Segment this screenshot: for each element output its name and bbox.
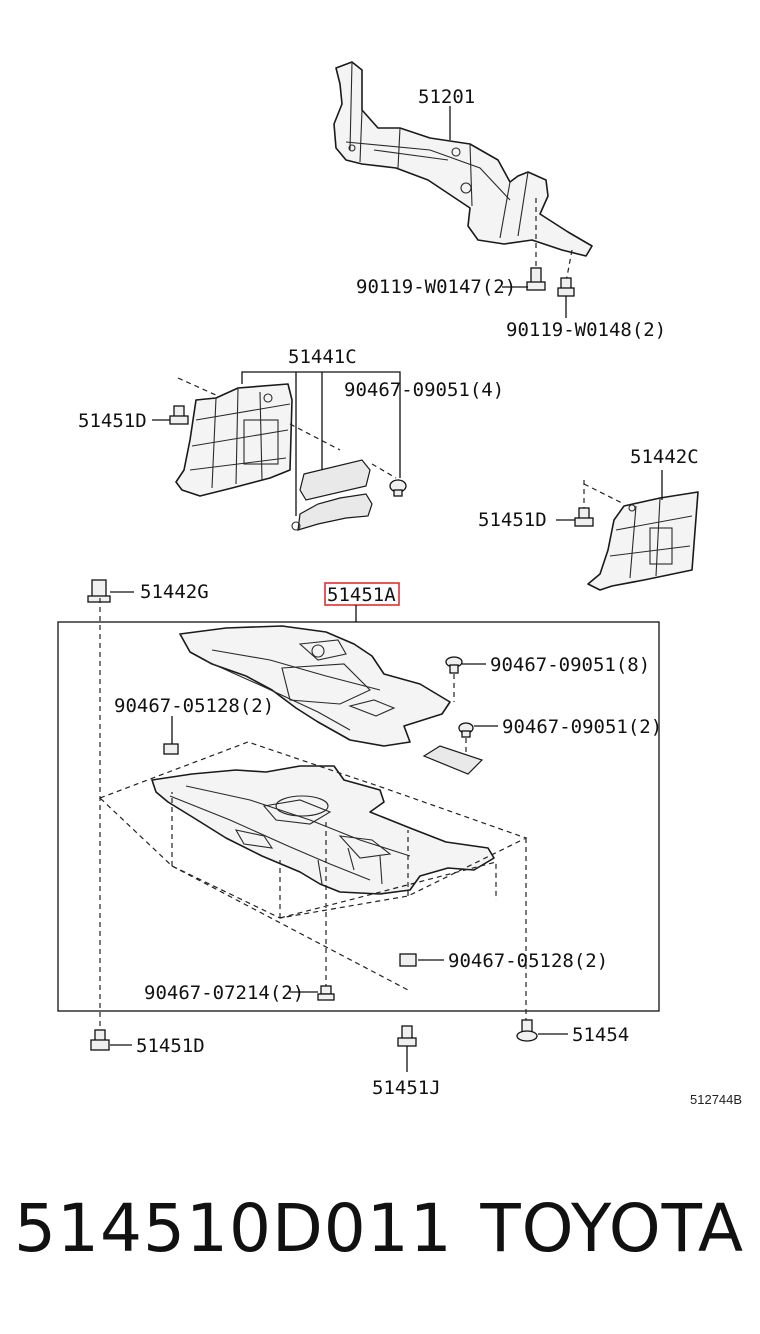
assembly-dash-line	[177, 377, 397, 479]
bolt-w0148-label: 90119-W0148(2)	[506, 319, 666, 341]
clip-07214-label: 90467-07214(2)	[144, 982, 304, 1004]
left-cover-bracket-part[interactable]	[291, 459, 373, 531]
clip-09051-4-label: 90467-09051(4)	[344, 379, 504, 401]
clip-09051-4-icon[interactable]	[389, 479, 407, 497]
bolt-w0147-icon[interactable]	[526, 267, 546, 291]
bolt-right-d-icon[interactable]	[574, 507, 594, 527]
clip-09051-8-label: 90467-09051(8)	[490, 654, 650, 676]
bolt-left-d-label: 51451D	[78, 410, 147, 432]
bolt-right-d-label: 51451D	[478, 509, 547, 531]
crossmember-part[interactable]	[333, 61, 593, 257]
clip-54-icon[interactable]	[516, 1019, 538, 1042]
clip-05128-right-icon[interactable]	[399, 953, 417, 967]
main-cover-label[interactable]: 51451A	[327, 584, 396, 606]
clip-05128-right-label: 90467-05128(2)	[448, 950, 608, 972]
assembly-dash-line	[98, 741, 528, 919]
bolt-left-d-icon[interactable]	[169, 405, 189, 425]
exploded-parts-diagram: 51201 90119-W0147(2) 90119-W0148(2) 5144…	[57, 61, 742, 1107]
main-cover-highlight	[324, 582, 400, 606]
nut-g-icon[interactable]	[87, 579, 111, 603]
clip-05128-left-label: 90467-05128(2)	[114, 695, 274, 717]
small-cover-plate-part[interactable]	[422, 745, 484, 775]
cover-left-label: 51441C	[288, 346, 357, 368]
cover-left-leader	[241, 371, 401, 516]
clip-54-label: 51454	[572, 1024, 629, 1046]
bolt-bottom-j-label: 51451J	[372, 1077, 441, 1099]
assembly-dash-line	[171, 792, 527, 1022]
brand-text: TOYOTA	[480, 1190, 744, 1267]
left-engine-cover-part[interactable]	[175, 383, 293, 497]
clip-09051-2-icon[interactable]	[458, 722, 474, 738]
lower-shield-part[interactable]	[151, 765, 495, 895]
clip-07214-icon[interactable]	[317, 985, 335, 1001]
cover-right-label: 51442C	[630, 446, 699, 468]
right-engine-cover-part[interactable]	[587, 491, 699, 591]
bolt-w0147-label: 90119-W0147(2)	[356, 276, 516, 298]
clip-09051-8-icon[interactable]	[445, 656, 463, 674]
part-number-text: 514510D011	[14, 1190, 453, 1267]
clip-09051-2-label: 90467-09051(2)	[502, 716, 662, 738]
clip-05128-left-icon[interactable]	[163, 743, 179, 755]
footer: 514510D011 TOYOTA	[0, 1190, 760, 1280]
assembly-dash-line	[583, 483, 625, 505]
upper-shield-panel-part[interactable]	[179, 625, 451, 747]
bolt-bottom-d-icon[interactable]	[90, 1029, 110, 1051]
drawing-id-label: 512744B	[690, 1092, 742, 1107]
bolt-axis-line	[565, 249, 573, 283]
crossmember-label: 51201	[418, 86, 475, 108]
bolt-w0148-icon[interactable]	[557, 277, 575, 297]
nut-g-label: 51442G	[140, 581, 209, 603]
assembly-frame	[57, 621, 660, 1012]
bolt-bottom-j-icon[interactable]	[397, 1025, 417, 1047]
bolt-bottom-d-label: 51451D	[136, 1035, 205, 1057]
